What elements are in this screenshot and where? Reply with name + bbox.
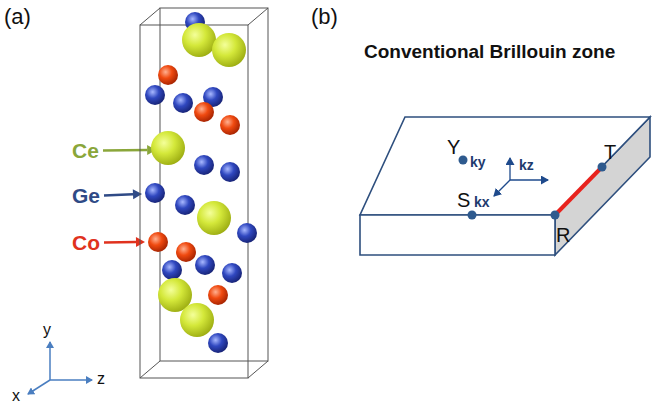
atom — [194, 102, 214, 122]
atom — [212, 33, 246, 67]
atom — [222, 263, 242, 283]
axis-label: y — [43, 322, 51, 338]
k-point-label: Y — [447, 137, 460, 157]
atom — [162, 260, 182, 280]
atom — [158, 65, 178, 85]
atom — [175, 195, 195, 215]
high-symmetry-line — [555, 167, 602, 215]
atom — [195, 255, 215, 275]
brillouin-zone — [360, 117, 650, 255]
axes — [28, 342, 92, 394]
atom — [208, 285, 228, 305]
atom — [182, 23, 216, 57]
axis-label: x — [12, 388, 20, 404]
axis-label: kx — [474, 195, 490, 209]
atom — [145, 183, 165, 203]
atom — [145, 85, 165, 105]
atom — [194, 155, 214, 175]
k-point-label: S — [457, 190, 470, 210]
panel-label: (a) — [4, 6, 31, 28]
atom — [180, 303, 214, 337]
atom — [220, 115, 240, 135]
k-point-label: R — [556, 225, 570, 245]
legend-text: Co — [72, 232, 100, 253]
axis-label: kz — [519, 158, 534, 172]
atom — [208, 333, 228, 353]
legend-arrow — [98, 234, 151, 251]
unit-cell — [140, 8, 268, 378]
panel-label: (b) — [311, 6, 338, 28]
atom — [220, 162, 240, 182]
atom — [237, 223, 257, 243]
atom — [148, 232, 168, 252]
k-axes — [494, 158, 548, 196]
axis-label: z — [97, 371, 105, 387]
legend-text: Ce — [72, 140, 99, 161]
axis-label: ky — [470, 155, 486, 169]
panel-title: Conventional Brillouin zone — [364, 42, 615, 61]
k-point-label: T — [604, 142, 616, 162]
atom — [151, 131, 185, 165]
legend-arrow — [98, 186, 148, 204]
legend-text: Ge — [72, 185, 100, 206]
k-points — [459, 156, 607, 220]
atom — [197, 201, 231, 235]
atoms — [145, 12, 257, 353]
atom — [176, 242, 196, 262]
atom — [173, 93, 193, 113]
